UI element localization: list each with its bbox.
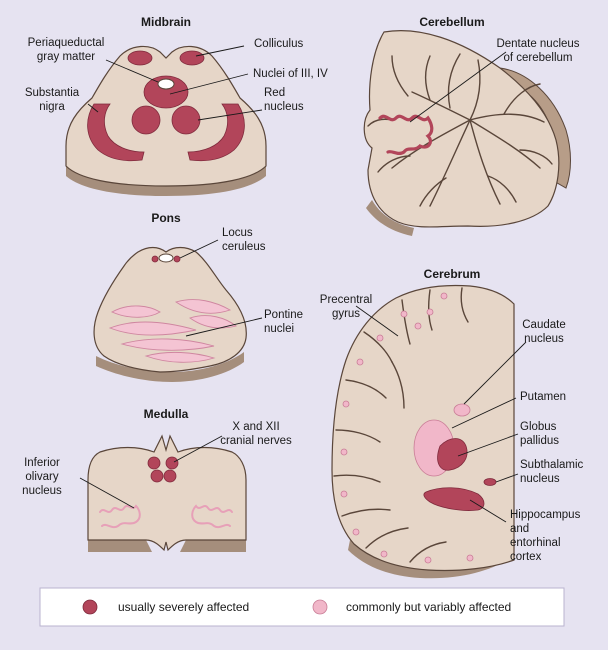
olivary-nucleus-left xyxy=(99,504,141,529)
cerebrum-section: Cerebrum xyxy=(320,267,584,579)
locus-ceruleus-right xyxy=(173,255,181,263)
substantia-nigra-label-2: nigra xyxy=(39,101,65,113)
precentral-leader xyxy=(355,305,399,337)
substantia-nigra-label-1: Substantia xyxy=(25,87,80,99)
subthalamic-leader xyxy=(495,473,519,483)
red-nucleus-label-1: Red xyxy=(264,87,285,99)
cranial-nucleus-3 xyxy=(150,469,164,483)
subthalamic-nucleus xyxy=(483,478,497,486)
globus-label-2: pallidus xyxy=(520,435,559,447)
olivary-leader xyxy=(79,477,135,509)
pontine-label-1: Pontine xyxy=(264,309,303,321)
pontine-fibre-2 xyxy=(108,321,197,336)
hippocampus-label-1: Hippocampus xyxy=(510,509,581,521)
locus-ceruleus-left xyxy=(151,255,159,263)
pontine-fibre-4 xyxy=(174,299,232,314)
cerebrum-title: Cerebrum xyxy=(424,267,481,281)
cranial-nucleus-1 xyxy=(147,456,161,470)
globus-label-1: Globus xyxy=(520,421,557,433)
cranial-label-1: X and XII xyxy=(232,421,279,433)
cranial-nucleus-4 xyxy=(163,469,177,483)
colliculus-right xyxy=(179,50,205,66)
fourth-ventricle xyxy=(158,253,174,263)
subthalamic-label-1: Subthalamic xyxy=(520,459,584,471)
hippocampus-label-3: entorhinal xyxy=(510,537,561,549)
midbrain-section: Midbrain Periaqueductal gray matter Coll… xyxy=(25,15,328,196)
hippocampus xyxy=(423,487,485,511)
colliculus-label: Colliculus xyxy=(254,38,303,50)
red-nucleus-label-2: nucleus xyxy=(264,101,304,113)
pontine-fibre-5 xyxy=(189,315,237,329)
pontine-fibre-3 xyxy=(120,338,215,351)
substantia-nigra-right xyxy=(187,103,245,162)
pontine-fibre-6 xyxy=(144,351,216,363)
red-nucleus-left xyxy=(131,105,161,135)
substantia-nigra-left xyxy=(87,103,145,162)
cerebrum-sulci xyxy=(333,287,469,563)
dentate-label-1: Dentate nucleus xyxy=(496,38,579,50)
olivary-label-1: Inferior xyxy=(24,457,60,469)
red-nucleus-right xyxy=(171,105,201,135)
pontine-leader xyxy=(185,317,263,337)
medulla-rim xyxy=(88,540,246,552)
olivary-nucleus-right xyxy=(191,504,233,529)
aqueduct xyxy=(157,78,175,90)
globus-leader xyxy=(457,433,519,457)
cranial-leader xyxy=(173,435,223,463)
legend-variable-label: commonly but variably affected xyxy=(346,600,511,614)
hippocampus-leader xyxy=(469,499,507,523)
locus-label-2: ceruleus xyxy=(222,241,266,253)
legend-severe-label: usually severely affected xyxy=(118,600,249,614)
cerebral-cortex-dots xyxy=(340,292,474,564)
midbrain-title: Midbrain xyxy=(141,15,191,29)
pontine-label-2: nuclei xyxy=(264,323,294,335)
midbrain-rim xyxy=(66,166,266,196)
midbrain-leaders xyxy=(87,45,263,121)
nuclei-iii-iv-label: Nuclei of III, IV xyxy=(253,68,328,80)
pons-section: Pons Locus ceruleus Pontine nuclei xyxy=(93,211,303,382)
caudate-label-2: nucleus xyxy=(524,333,564,345)
cerebellum-outline xyxy=(363,30,560,228)
pons-rim xyxy=(96,352,244,382)
dentate-leader xyxy=(409,51,507,123)
subthalamic-label-2: nucleus xyxy=(520,473,560,485)
periaqueductal-label-2: gray matter xyxy=(37,51,95,63)
putamen-leader xyxy=(451,397,517,429)
olivary-label-2: olivary xyxy=(25,471,58,483)
cranial-label-2: cranial nerves xyxy=(220,435,292,447)
medulla-section: Medulla X and XII cranial nerves Inferio… xyxy=(22,407,292,552)
globus-pallidus xyxy=(437,438,468,471)
locus-label-1: Locus xyxy=(222,227,253,239)
periaqueductal-gray xyxy=(143,75,189,109)
hippocampus-label-4: cortex xyxy=(510,551,542,563)
cerebellum-bottom-rim xyxy=(366,200,414,236)
cerebellum-white-matter-tree xyxy=(367,53,553,207)
periaqueductal-label-1: Periaqueductal xyxy=(28,37,105,49)
cerebellum-title: Cerebellum xyxy=(419,15,484,29)
medulla-outline xyxy=(87,434,247,552)
dentate-nucleus xyxy=(378,114,434,156)
precentral-label-2: gyrus xyxy=(332,308,360,320)
pontine-fibre-1 xyxy=(110,305,161,318)
legend-variable-swatch xyxy=(312,599,328,615)
colliculus-left xyxy=(127,50,153,66)
medulla-title: Medulla xyxy=(144,407,189,421)
caudate-label-1: Caudate xyxy=(522,319,565,331)
cranial-nucleus-2 xyxy=(165,456,179,470)
precentral-label-1: Precentral xyxy=(320,294,372,306)
caudate-leader xyxy=(463,341,527,405)
dentate-label-2: of cerebellum xyxy=(503,52,572,64)
pons-title: Pons xyxy=(151,211,181,225)
locus-leader xyxy=(179,239,219,259)
legend: usually severely affected commonly but v… xyxy=(39,587,565,627)
hippocampus-label-2: and xyxy=(510,523,529,535)
legend-severe-swatch xyxy=(82,599,98,615)
caudate-nucleus xyxy=(453,403,471,417)
cerebellum-section: Cerebellum Dentate nucleus of cerebellum xyxy=(363,15,580,236)
olivary-label-3: nucleus xyxy=(22,485,62,497)
pons-outline xyxy=(93,246,247,373)
putamen-label: Putamen xyxy=(520,391,566,403)
legend-box xyxy=(39,587,565,627)
